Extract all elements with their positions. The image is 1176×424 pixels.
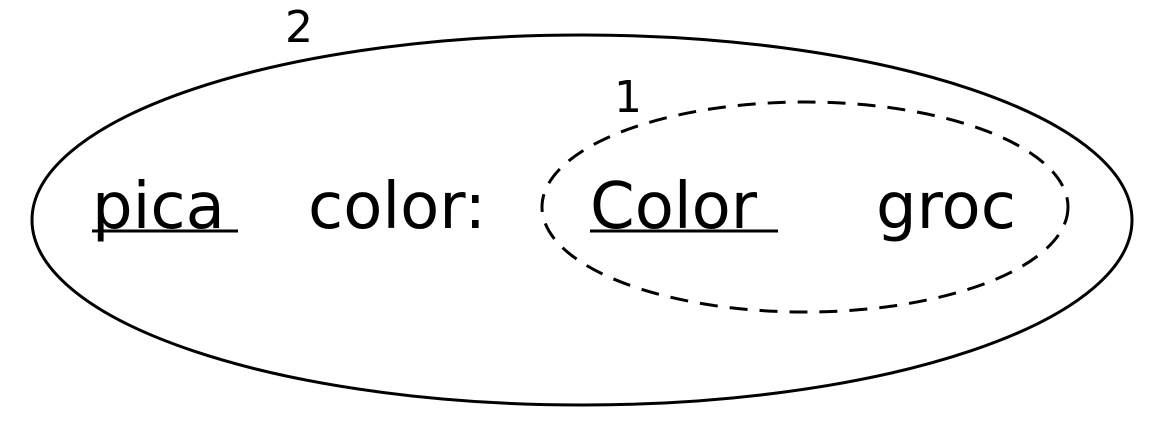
- word-color-colon: color:: [308, 170, 486, 244]
- outer-group-label: 2: [285, 2, 313, 53]
- word-color-capitalized: Color: [590, 170, 758, 244]
- word-pica: pica: [92, 170, 225, 244]
- inner-group-label: 1: [614, 72, 642, 123]
- outer-ellipse: [30, 33, 1134, 407]
- word-groc: groc: [876, 170, 1016, 244]
- inner-dashed-ellipse: [540, 100, 1070, 314]
